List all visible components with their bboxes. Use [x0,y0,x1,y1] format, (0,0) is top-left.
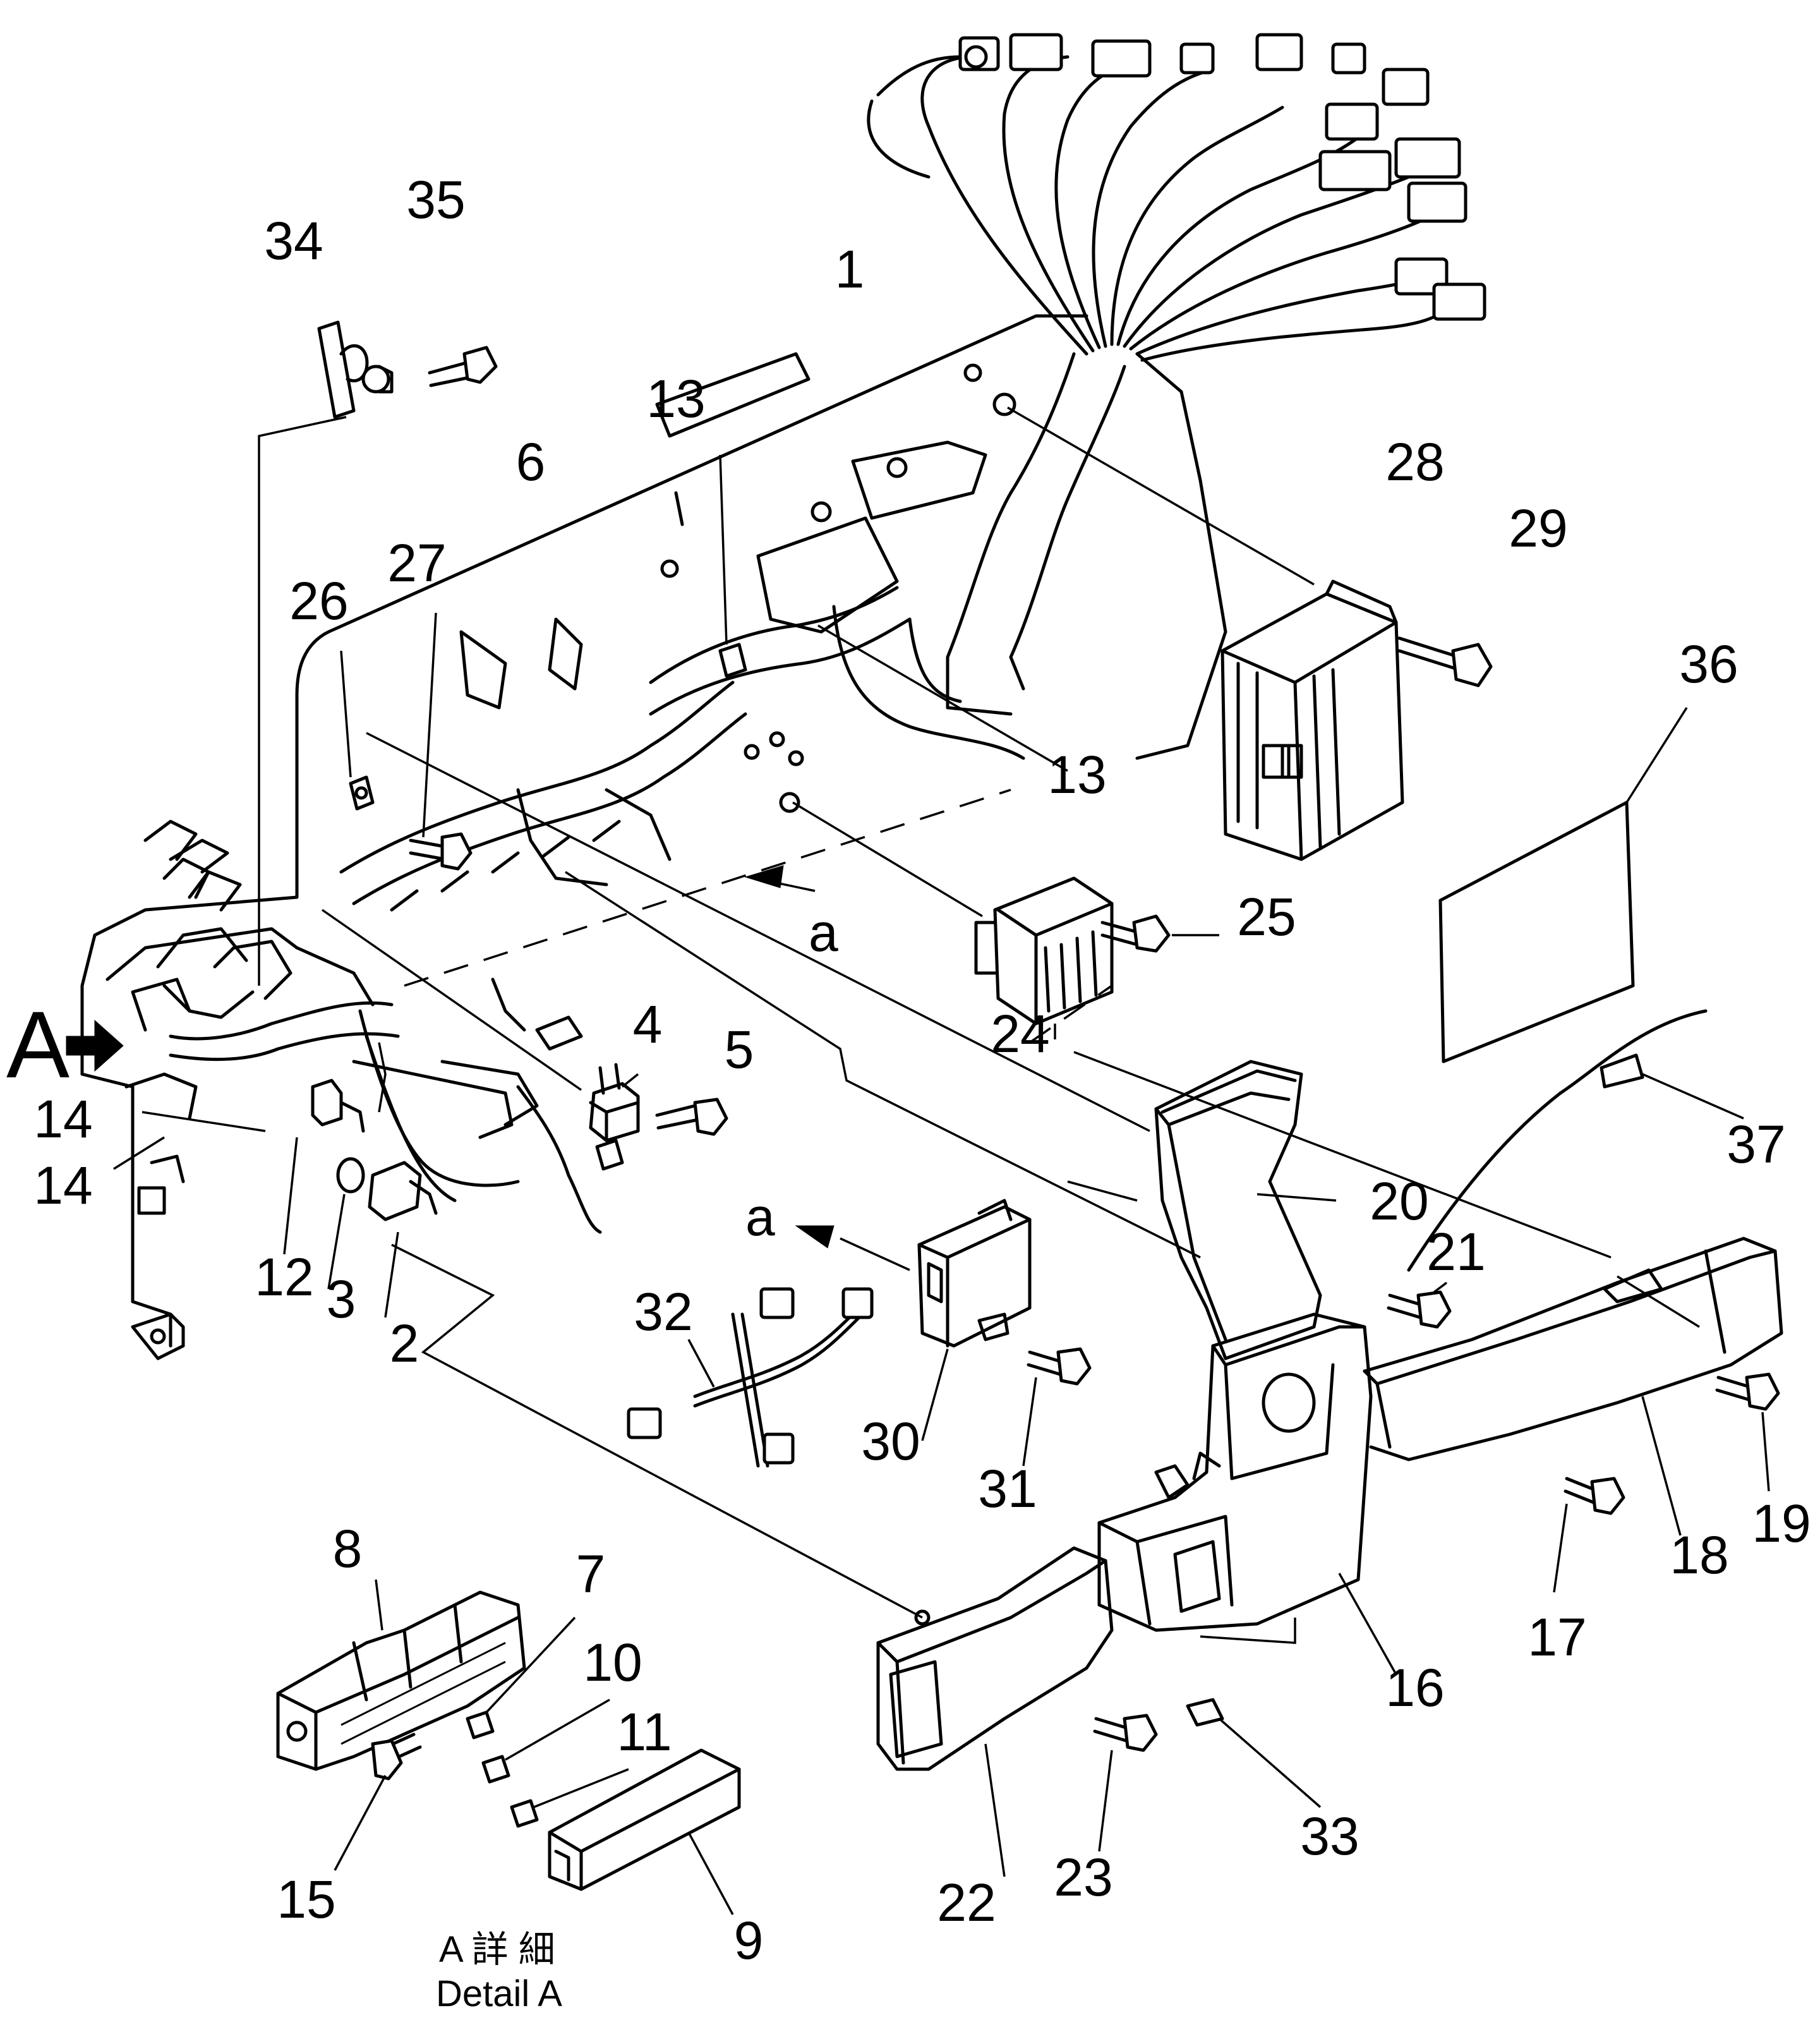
callout-16: 16 [1385,1658,1444,1717]
callout-31: 31 [978,1459,1037,1518]
callout-25: 25 [1237,887,1296,947]
duct-part-18 [1363,1237,1783,1461]
callout-2a: 2 [390,1314,419,1373]
callout-23: 23 [1054,1848,1112,1907]
callout-32: 32 [634,1282,692,1341]
bolt-part-19 [1715,1372,1780,1411]
relay-part-4 [589,1063,640,1171]
callout-14a: 14 [33,1089,92,1149]
harness-branch-part-6 [339,681,747,912]
callout-29: 29 [1509,499,1567,558]
duct-part-20 [1154,1060,1322,1360]
duct-part-22 [876,1546,1114,1771]
callout-14b: 14 [33,1156,92,1215]
dashboard-frame [80,314,1227,1348]
arrow-label-a-lower: a [745,1187,775,1247]
clip-part-26 [349,775,375,811]
switch-part-12 [311,1079,365,1133]
callout-5: 5 [725,1020,754,1079]
bolt-part-31 [1027,1347,1092,1386]
bolt-part-15 [371,1733,422,1781]
fuse-part-11 [510,1799,539,1828]
callout-34: 34 [264,211,323,270]
callout-3: 3 [327,1269,356,1329]
bolt-part-35 [428,346,498,387]
cable-part-37 [1407,1009,1708,1272]
bolt-part-23 [1093,1714,1158,1752]
view-a-arrow [66,1019,124,1072]
view-a-marker: A [6,991,69,1098]
arrow-label-a-upper: a [809,903,838,962]
callout-18: 18 [1670,1525,1728,1585]
switch-part-2 [368,1161,438,1221]
control-unit-part-30 [917,1199,1032,1348]
left-console-assembly [105,820,602,1360]
callout-35: 35 [406,170,465,229]
relay-box-part-24 [974,876,1114,1026]
callout-9: 9 [734,1911,764,1970]
clip-part-13 [718,643,747,678]
callout-24: 24 [991,1004,1049,1063]
sub-harness-part-32 [627,1287,874,1468]
label-sheet-part-36 [1438,801,1635,1063]
callout-36: 36 [1679,634,1738,694]
arrow-a-lower [795,1225,910,1271]
callout-37: 37 [1727,1115,1785,1174]
callout-17: 17 [1528,1607,1586,1667]
callout-8: 8 [333,1519,363,1578]
bolt-part-5 [655,1098,728,1136]
callout-4: 4 [633,995,663,1054]
bolt-part-25 [1100,914,1171,953]
fuse-box-part-8 [276,1590,526,1771]
duct-part-16 [1097,1312,1373,1632]
callout-13a: 13 [646,369,705,428]
bolt-part-29 [1397,636,1493,687]
callout-13b: 13 [1047,745,1106,804]
callout-20: 20 [1370,1171,1428,1231]
arrow-a-upper [744,865,816,892]
detail-caption-en: Detail A [436,1973,562,2014]
callout-27: 27 [387,533,446,593]
callout-19: 19 [1752,1494,1811,1553]
callout-10: 10 [583,1633,642,1692]
callout-7: 7 [576,1544,606,1604]
callout-22: 22 [937,1873,996,1932]
callout-12: 12 [255,1247,313,1307]
washer-part-3 [336,1157,365,1194]
callout-30: 30 [861,1412,920,1471]
clamp-part-34 [317,320,394,419]
callout-33: 33 [1300,1806,1359,1866]
fuse-part-7 [466,1710,495,1740]
fuse-part-10 [481,1755,510,1784]
bolt-part-17 [1564,1477,1625,1515]
controller-part-28 [1220,579,1404,861]
callout-6: 6 [516,432,546,492]
detail-caption-jp: A 詳 細 [439,1929,555,1970]
wiring-harness-part-1 [867,33,1486,659]
callout-26: 26 [289,571,348,631]
tag-part-33 [1186,1698,1224,1727]
bolt-part-27 [409,832,473,871]
harness-connector-group [958,33,1486,321]
callout-28: 28 [1385,432,1444,492]
cover-part-9 [548,1748,741,1891]
callout-21: 21 [1426,1222,1485,1281]
callout-11: 11 [617,1702,672,1762]
callout-1: 1 [835,239,865,299]
bolt-part-21 [1387,1290,1452,1329]
callout-15: 15 [277,1870,335,1929]
